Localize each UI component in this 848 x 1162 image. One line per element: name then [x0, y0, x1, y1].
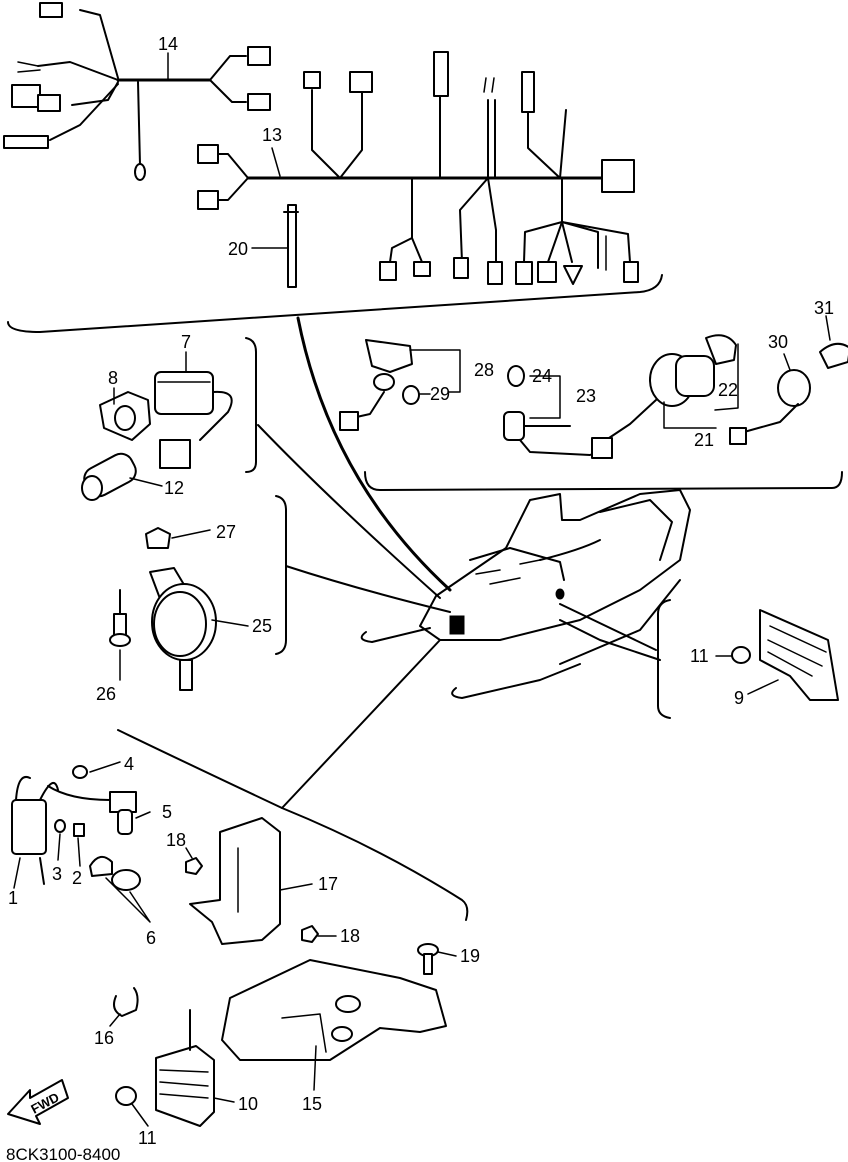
callout-18-right: 18	[340, 926, 360, 946]
callout-6: 6	[146, 928, 156, 948]
bolt-26	[113, 613, 127, 637]
callout-14: 14	[158, 34, 178, 54]
callout-23: 23	[576, 386, 596, 406]
callout-7: 7	[181, 332, 191, 352]
leader-lines	[257, 316, 657, 809]
plug-cap-4	[72, 765, 88, 779]
callout-27: 27	[216, 522, 236, 542]
callout-15: 15	[302, 1094, 322, 1114]
callout-30: 30	[768, 332, 788, 352]
key-switch-location	[449, 615, 465, 635]
bulb-29	[402, 385, 420, 405]
callout-2: 2	[72, 868, 82, 888]
callout-leaders	[13, 52, 831, 1127]
bulb-24	[507, 365, 525, 387]
callout-11-lower: 11	[138, 1128, 157, 1148]
wire-harness-group	[3, 2, 663, 333]
socket-23	[503, 411, 525, 441]
callout-31: 31	[814, 298, 834, 318]
callout-22: 22	[718, 380, 738, 400]
flange-nut-27	[145, 527, 171, 549]
wire-harness-13	[197, 51, 639, 285]
callout-16: 16	[94, 1028, 114, 1048]
callout-labels: 14 13 20 7 8 12 27 25 26 28 29 24 23 22 …	[8, 34, 834, 1148]
callout-8: 8	[108, 368, 118, 388]
relay-7	[154, 371, 214, 415]
cdi-unit-10	[155, 1045, 215, 1127]
callout-4: 4	[124, 754, 134, 774]
grommet-6b	[111, 869, 141, 891]
callout-1: 1	[8, 888, 18, 908]
callout-28: 28	[474, 360, 494, 380]
callout-25: 25	[252, 616, 272, 636]
nut-18a	[185, 857, 203, 875]
fwd-label: FWD	[28, 1089, 61, 1116]
nut-31	[819, 342, 848, 369]
switch-30	[777, 369, 811, 407]
switch-28	[365, 339, 413, 373]
callout-19: 19	[460, 946, 480, 966]
callout-26: 26	[96, 684, 116, 704]
callout-17: 17	[318, 874, 338, 894]
switch-group	[339, 334, 848, 491]
callout-12: 12	[164, 478, 184, 498]
callout-13: 13	[262, 125, 282, 145]
bolt-2	[73, 823, 85, 837]
group-bracket	[7, 274, 663, 333]
nut-18b	[301, 925, 319, 943]
callout-18-left: 18	[166, 830, 186, 850]
relay-group	[81, 337, 257, 501]
ignition-coil-1	[11, 799, 47, 855]
bolt-11-lower	[115, 1086, 137, 1106]
callout-9: 9	[734, 688, 744, 708]
connector	[159, 439, 191, 469]
catalog-code: 8CK3100-8400	[6, 1145, 120, 1162]
callout-29: 29	[430, 384, 450, 404]
cover-17	[189, 817, 281, 945]
fwd-arrow-icon: FWD	[7, 1079, 69, 1125]
callout-21: 21	[694, 430, 714, 450]
cable-tie-20	[283, 204, 299, 288]
wire-harness-14	[3, 2, 271, 181]
callout-20: 20	[228, 239, 248, 259]
bolt-11-upper	[731, 646, 751, 664]
callout-24: 24	[532, 366, 552, 386]
bracket-15	[221, 959, 447, 1061]
key-22	[705, 334, 737, 365]
snowmobile-illustration	[360, 489, 691, 699]
washer-3	[54, 819, 66, 833]
callout-11-upper: 11	[690, 646, 709, 666]
horn-group	[109, 495, 287, 691]
callout-5: 5	[162, 802, 172, 822]
callout-10: 10	[238, 1094, 258, 1114]
grommet-6a	[89, 855, 113, 877]
ignition-group	[11, 729, 469, 1127]
callout-3: 3	[52, 864, 62, 884]
regulator-group	[657, 599, 839, 719]
